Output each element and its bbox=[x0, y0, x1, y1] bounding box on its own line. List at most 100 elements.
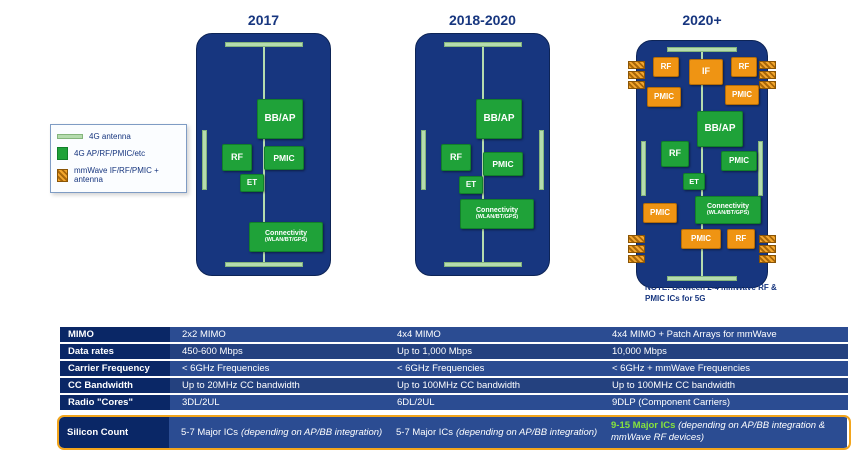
green-chip-icon bbox=[57, 147, 68, 161]
chip-et: ET bbox=[683, 173, 705, 190]
silicon-count-highlight: Silicon Count 5-7 Major ICs (depending o… bbox=[57, 415, 851, 450]
table-cell: 5-7 Major ICs (depending on AP/BB integr… bbox=[384, 417, 599, 448]
chip-connectivity-title: Connectivity bbox=[706, 203, 749, 211]
chip-bbap: BB/AP bbox=[476, 99, 522, 139]
chip-rf: RF bbox=[441, 144, 471, 171]
legend-item-mmwave: mmWave IF/RF/PMIC + antenna bbox=[57, 166, 180, 184]
chip-pmic-mmwave: PMIC bbox=[643, 203, 677, 223]
chip-rf: RF bbox=[222, 144, 252, 171]
year-header-2018-2020: 2018-2020 bbox=[449, 12, 516, 28]
row-label: Radio "Cores" bbox=[60, 395, 170, 410]
chip-pmic-mmwave: PMIC bbox=[681, 229, 721, 249]
chip-pmic: PMIC bbox=[264, 146, 304, 170]
mmwave-patch-icon bbox=[759, 81, 776, 89]
antenna-bar bbox=[667, 276, 737, 281]
antenna-bar bbox=[641, 141, 646, 196]
row-label: Data rates bbox=[60, 344, 170, 359]
chip-pmic: PMIC bbox=[483, 152, 523, 176]
mmwave-patch-icon bbox=[628, 255, 645, 263]
row-label: MIMO bbox=[60, 327, 170, 342]
chip-connectivity: Connectivity (WLAN/BT/GPS) bbox=[695, 196, 761, 224]
mmwave-patch-icon bbox=[759, 255, 776, 263]
chip-connectivity-title: Connectivity bbox=[475, 207, 518, 215]
mmwave-patch-icon bbox=[759, 71, 776, 79]
mmwave-antenna-array bbox=[759, 61, 776, 89]
silicon-count-value: 5-7 Major ICs bbox=[396, 427, 454, 438]
antenna-feed-line bbox=[262, 47, 265, 264]
mmwave-patch-icon bbox=[628, 235, 645, 243]
chip-connectivity: Connectivity (WLAN/BT/GPS) bbox=[249, 222, 323, 252]
year-header-2017: 2017 bbox=[247, 12, 280, 28]
table-cell: < 6GHz Frequencies bbox=[170, 361, 385, 376]
table-cell: Up to 20MHz CC bandwidth bbox=[170, 378, 385, 393]
chip-bbap: BB/AP bbox=[697, 111, 743, 147]
table-cell: 10,000 Mbps bbox=[600, 344, 848, 359]
antenna-bar bbox=[667, 47, 737, 52]
chip-connectivity-sub: (WLAN/BT/GPS) bbox=[706, 209, 750, 216]
table-row-cc-bandwidth: CC Bandwidth Up to 20MHz CC bandwidth Up… bbox=[60, 378, 848, 393]
chip-pmic: PMIC bbox=[721, 151, 757, 171]
antenna-feed-line bbox=[701, 52, 703, 278]
antenna-bar bbox=[202, 130, 207, 190]
silicon-count-detail: (depending on AP/BB integration) bbox=[241, 427, 383, 438]
chip-if-mmwave: IF bbox=[689, 59, 723, 85]
chip-pmic-mmwave: PMIC bbox=[725, 85, 759, 105]
chip-connectivity: Connectivity (WLAN/BT/GPS) bbox=[460, 199, 534, 229]
legend-item-4g-antenna: 4G antenna bbox=[57, 132, 180, 141]
antenna-bar bbox=[421, 130, 426, 190]
table-row-radio-cores: Radio "Cores" 3DL/2UL 6DL/2UL 9DLP (Comp… bbox=[60, 395, 848, 410]
mmwave-patch-icon bbox=[628, 61, 645, 69]
table-cell: 4x4 MIMO bbox=[385, 327, 600, 342]
table-cell: 5-7 Major ICs (depending on AP/BB integr… bbox=[169, 417, 384, 448]
table-cell: 2x2 MIMO bbox=[170, 327, 385, 342]
antenna-bar bbox=[443, 262, 522, 267]
antenna-bar bbox=[224, 42, 303, 47]
chip-rf-mmwave: RF bbox=[653, 57, 679, 77]
silicon-count-detail: (depending on AP/BB integration) bbox=[456, 427, 598, 438]
chip-et: ET bbox=[459, 176, 483, 194]
table-cell: Up to 1,000 Mbps bbox=[385, 344, 600, 359]
silicon-count-value: 5-7 Major ICs bbox=[181, 427, 239, 438]
table-cell: 9-15 Major ICs (depending on AP/BB integ… bbox=[599, 417, 847, 448]
legend-label: 4G antenna bbox=[89, 132, 131, 141]
mmwave-patch-icon bbox=[759, 61, 776, 69]
antenna-bar bbox=[539, 130, 544, 190]
chip-rf-mmwave: RF bbox=[727, 229, 755, 249]
mmwave-antenna-array bbox=[628, 235, 645, 263]
orange-chip-icon bbox=[57, 168, 68, 182]
antenna-bar-icon bbox=[57, 134, 83, 140]
table-cell: 4x4 MIMO + Patch Arrays for mmWave bbox=[600, 327, 848, 342]
antenna-bar bbox=[758, 141, 763, 196]
legend: 4G antenna 4G AP/RF/PMIC/etc mmWave IF/R… bbox=[50, 124, 187, 193]
table-cell: Up to 100MHz CC bandwidth bbox=[600, 378, 848, 393]
legend-label: 4G AP/RF/PMIC/etc bbox=[74, 149, 146, 159]
table-cell: 3DL/2UL bbox=[170, 395, 385, 410]
chip-rf: RF bbox=[661, 141, 689, 167]
chip-bbap: BB/AP bbox=[257, 99, 303, 139]
phone-2020plus: RF IF RF PMIC PMIC BB/AP RF PMIC ET Conn… bbox=[628, 40, 776, 288]
chip-rf-mmwave: RF bbox=[731, 57, 757, 77]
mmwave-patch-icon bbox=[759, 235, 776, 243]
table-cell: < 6GHz + mmWave Frequencies bbox=[600, 361, 848, 376]
mmwave-patch-icon bbox=[628, 81, 645, 89]
mmwave-patch-icon bbox=[628, 71, 645, 79]
silicon-count-value: 9-15 Major ICs bbox=[611, 420, 676, 431]
chip-pmic-mmwave: PMIC bbox=[647, 87, 681, 107]
chip-connectivity-sub: (WLAN/BT/GPS) bbox=[264, 236, 308, 243]
table-row-silicon-count: Silicon Count 5-7 Major ICs (depending o… bbox=[59, 417, 849, 448]
antenna-bar bbox=[224, 262, 303, 267]
mmwave-patch-icon bbox=[628, 245, 645, 253]
mmwave-antenna-array bbox=[628, 61, 645, 89]
table-row-mimo: MIMO 2x2 MIMO 4x4 MIMO 4x4 MIMO + Patch … bbox=[60, 327, 848, 342]
mmwave-antenna-array bbox=[759, 235, 776, 263]
phone-2017: BB/AP RF PMIC ET Connectivity (WLAN/BT/G… bbox=[196, 33, 331, 276]
table-cell: 9DLP (Component Carriers) bbox=[600, 395, 848, 410]
year-header-2020plus: 2020+ bbox=[682, 12, 722, 28]
antenna-bar bbox=[443, 42, 522, 47]
table-cell: Up to 100MHz CC bandwidth bbox=[385, 378, 600, 393]
table-cell: < 6GHz Frequencies bbox=[385, 361, 600, 376]
phone-2018-2020: BB/AP RF PMIC ET Connectivity (WLAN/BT/G… bbox=[415, 33, 550, 276]
legend-item-4g-chip: 4G AP/RF/PMIC/etc bbox=[57, 147, 180, 161]
chip-et: ET bbox=[240, 174, 264, 192]
row-label: Carrier Frequency bbox=[60, 361, 170, 376]
